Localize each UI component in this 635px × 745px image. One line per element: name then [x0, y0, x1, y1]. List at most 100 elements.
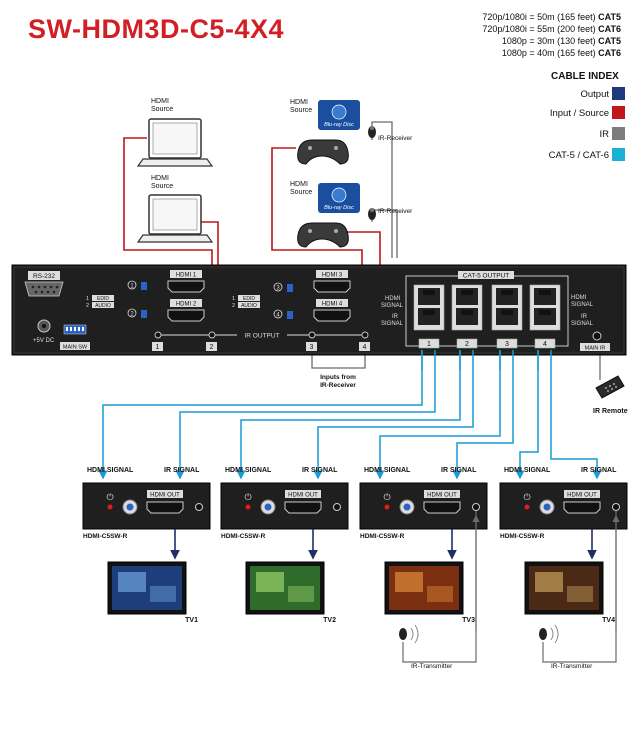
svg-text:1: 1 [130, 284, 134, 290]
edid-num-1-left: 1 [86, 296, 89, 302]
ir-receiver-2 [368, 208, 376, 220]
hdmi-input-3[interactable]: HDMI 3 [313, 270, 351, 293]
edid-label-left: EDID [97, 296, 109, 302]
input-indicators: 1 2 3 4 [127, 280, 293, 319]
audio-label-left: AUDIO [95, 303, 111, 309]
receiver-hdmi-signal-label-4: HDMI SIGNAL [504, 467, 551, 474]
receiver-hdmi-out-port-4[interactable] [563, 501, 601, 514]
ir-receiver-1 [368, 126, 376, 138]
ir-transmitter-4 [539, 628, 547, 640]
power-icon-4: ⏻ [523, 492, 530, 502]
cat-port-num-1: 1 [427, 341, 431, 348]
spec-line-1: 720p/1080i = 50m (165 feet) CAT5 [482, 12, 621, 22]
power-icon-2: ⏻ [244, 492, 251, 502]
main-sw-label: MAIN SW [63, 345, 88, 351]
svg-text:HDMI 1: HDMI 1 [176, 273, 197, 279]
receiver-hdmi-signal-label-1: HDMI SIGNAL [87, 467, 134, 474]
rs232-port[interactable] [24, 281, 64, 297]
cable-index-cat-swatch [612, 148, 625, 161]
main-ir-port[interactable] [592, 331, 602, 341]
ir-output-bar: IR OUTPUT 1 2 3 4 [152, 331, 370, 351]
rs232-pins [31, 285, 59, 294]
receiver-ir-signal-label-3: IR SIGNAL [441, 467, 477, 474]
svg-text:IR OUTPUT: IR OUTPUT [244, 333, 279, 340]
receiver-model-label-3: HDMI-C5SW-R [360, 533, 405, 540]
svg-text:HDMI 3: HDMI 3 [322, 273, 343, 279]
hdmi-out-label-3: HDMI OUT [427, 493, 457, 499]
cable-index-title: CABLE INDEX [551, 71, 619, 82]
cat-ports[interactable]: 1 2 3 4 [413, 284, 561, 349]
hdmi-out-label-2: HDMI OUT [288, 493, 318, 499]
receiver-hdmi-out-port-3[interactable] [423, 501, 461, 514]
receivers: HDMI SIGNAL IR SIGNAL ⏻ HDMI OUT HDMI-C5SW-R… [82, 467, 628, 670]
edid-num-2-left: 2 [86, 303, 89, 309]
cable-index-output-label: Output [580, 89, 609, 100]
tv-label-1: TV1 [185, 617, 198, 624]
bluray-player-1: Blu-ray Disc [297, 100, 360, 165]
cat-port-num-4: 4 [543, 341, 547, 348]
ir-receiver-label-2: IR-Receiver [378, 208, 413, 215]
edid-num-1-mid: 1 [232, 296, 235, 302]
receiver-model-label-2: HDMI-C5SW-R [221, 533, 266, 540]
hdmi-input-1[interactable]: HDMI 1 [167, 270, 205, 293]
spec-line-3: 1080p = 30m (130 feet) CAT5 [501, 36, 621, 46]
cat-port-3[interactable]: 3 [491, 284, 523, 349]
bluray-player-2: Blu-ray Disc [297, 183, 360, 248]
ir-remote-label: IR Remote [593, 408, 628, 415]
receiver-hdmi-out-port-2[interactable] [284, 501, 322, 514]
cat-wire-ir-3 [452, 350, 514, 480]
cat-port-num-2: 2 [465, 341, 469, 348]
cat-port-2[interactable]: 2 [451, 284, 483, 349]
bluray-logo-2: Blu-ray Disc [324, 205, 354, 211]
svg-text:3: 3 [310, 344, 314, 351]
hdmi-input-2[interactable]: HDMI 2 [167, 299, 205, 322]
laptop-1 [136, 118, 214, 167]
cat-wire-hdmi-1 [98, 350, 423, 480]
receiver-hdmi-out-port-1[interactable] [146, 501, 184, 514]
cat-wire-hdmi-4 [515, 350, 539, 480]
power-icon-3: ⏻ [383, 492, 390, 502]
receiver-model-label-4: HDMI-C5SW-R [500, 533, 545, 540]
page-title: SW-HDM3D-C5-4X4 [28, 14, 284, 44]
rs232-label-box [28, 271, 60, 280]
svg-text:4: 4 [276, 313, 280, 319]
cat-port-4[interactable]: 4 [529, 284, 561, 349]
svg-text:HDMI 4: HDMI 4 [322, 302, 343, 308]
main-sw-label-box [60, 342, 90, 350]
svg-text:4: 4 [363, 344, 367, 351]
cat-wire-ir-4 [550, 350, 602, 480]
audio-label-mid: AUDIO [241, 303, 257, 309]
edid-label-mid: EDID [243, 296, 255, 302]
cable-index-input-swatch [612, 106, 625, 119]
rs232-label: RS-232 [33, 273, 55, 280]
hdmi-out-label-1: HDMI OUT [150, 493, 180, 499]
svg-text:2: 2 [130, 312, 134, 318]
cat-wire-hdmi-3 [375, 350, 501, 480]
svg-text:HDMI 2: HDMI 2 [176, 302, 197, 308]
receiver-3: HDMI SIGNAL IR SIGNAL ⏻ HDMI OUT HDMI-C5SW-R… [359, 467, 488, 670]
cat-wire-hdmi-2 [236, 350, 461, 480]
ir-remote [595, 375, 625, 399]
spec-line-2: 720p/1080i = 55m (200 feet) CAT6 [482, 24, 621, 34]
cat5-output-label: CAT-5 OUTPUT [463, 273, 509, 280]
power-icon-1: ⏻ [106, 492, 113, 502]
svg-text:2: 2 [210, 344, 214, 351]
receiver-hdmi-signal-label-3: HDMI SIGNAL [364, 467, 411, 474]
ir-transmitter-label-3: IR-Transmitter [411, 663, 453, 670]
hdmi-input-4[interactable]: HDMI 4 [313, 299, 351, 322]
receiver-ir-signal-label-4: IR SIGNAL [581, 467, 617, 474]
receiver-model-label-1: HDMI-C5SW-R [83, 533, 128, 540]
cable-index-input-label: Input / Source [549, 108, 609, 119]
cat-port-1[interactable]: 1 [413, 284, 445, 349]
